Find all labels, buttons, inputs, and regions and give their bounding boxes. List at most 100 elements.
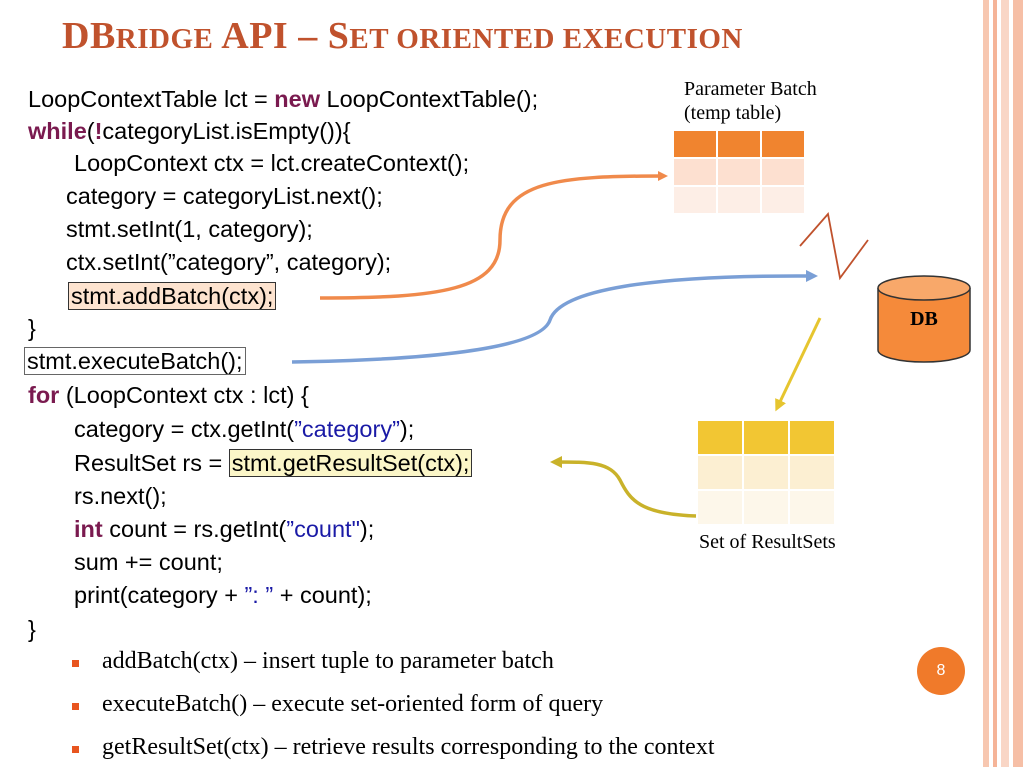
table-cell bbox=[760, 129, 806, 159]
code-line: stmt.addBatch(ctx); bbox=[68, 281, 277, 311]
code-text: LoopContextTable(); bbox=[319, 86, 539, 112]
bullet-text: addBatch(ctx) – insert tuple to paramete… bbox=[102, 648, 554, 674]
table-cell bbox=[760, 185, 806, 215]
code-text: ); bbox=[359, 516, 375, 542]
code-string: ”category” bbox=[294, 416, 400, 442]
code-text: } bbox=[28, 616, 36, 642]
code-keyword: new bbox=[274, 86, 320, 112]
table-cell bbox=[672, 129, 718, 159]
title-part: RIDGE bbox=[115, 23, 214, 55]
table-row bbox=[696, 454, 836, 491]
title-part: S bbox=[327, 15, 350, 57]
code-line: ResultSet rs = stmt.getResultSet(ctx); bbox=[74, 448, 473, 478]
table-cell bbox=[760, 157, 806, 187]
code-text: } bbox=[28, 315, 36, 341]
bullet-text: getResultSet(ctx) – retrieve results cor… bbox=[102, 734, 715, 760]
code-line: stmt.executeBatch(); bbox=[24, 346, 246, 376]
bowtie-connector bbox=[799, 212, 869, 281]
table-cell bbox=[696, 419, 744, 456]
table-row bbox=[696, 489, 836, 526]
decorative-stripes bbox=[983, 0, 1023, 767]
code-line: category = ctx.getInt(”category”); bbox=[74, 414, 414, 444]
slide-title: DBRIDGE API – SET ORIENTED EXECUTION bbox=[62, 14, 743, 58]
bullet-text: executeBatch() – execute set-oriented fo… bbox=[102, 691, 604, 717]
code-keyword: int bbox=[74, 516, 103, 542]
bullet-marker bbox=[72, 746, 79, 753]
code-text: LoopContextTable lct = bbox=[28, 86, 275, 112]
table-cell bbox=[716, 185, 762, 215]
code-line: } bbox=[28, 614, 36, 644]
stripe bbox=[993, 0, 997, 767]
code-keyword: while bbox=[28, 118, 87, 144]
table-cell bbox=[742, 419, 790, 456]
code-line: stmt.setInt(1, category); bbox=[66, 214, 313, 244]
database-label: DB bbox=[910, 308, 938, 330]
code-text: stmt.setInt(1, category); bbox=[66, 216, 313, 242]
table-row bbox=[672, 185, 806, 215]
table-row bbox=[672, 129, 806, 159]
code-text: category = ctx.getInt( bbox=[74, 416, 295, 442]
code-line: category = categoryList.next(); bbox=[66, 181, 383, 211]
db-to-results-arrow bbox=[775, 317, 822, 412]
code-text: (LoopContext ctx : lct) { bbox=[59, 382, 309, 408]
code-keyword: ! bbox=[94, 118, 103, 144]
get-resultset-highlight: stmt.getResultSet(ctx); bbox=[228, 449, 473, 477]
title-part: API – bbox=[213, 15, 328, 57]
code-text: ctx.setInt(”category”, category); bbox=[66, 249, 392, 275]
bullet-marker bbox=[72, 660, 79, 667]
code-line: print(category + ”: ” + count); bbox=[74, 580, 372, 610]
table-cell bbox=[696, 489, 744, 526]
code-text: ); bbox=[399, 416, 415, 442]
code-line: ctx.setInt(”category”, category); bbox=[66, 247, 391, 277]
code-text: category = categoryList.next(); bbox=[66, 183, 383, 209]
code-text: LoopContext ctx = lct.createContext(); bbox=[74, 150, 470, 176]
table-row bbox=[696, 419, 836, 456]
parameter-batch-subtitle: (temp table) bbox=[684, 102, 782, 124]
parameter-batch-label: Parameter Batch (temp table) bbox=[684, 77, 817, 125]
title-part: DB bbox=[62, 15, 116, 57]
code-line: } bbox=[28, 313, 36, 343]
code-line: LoopContext ctx = lct.createContext(); bbox=[74, 148, 469, 178]
code-text: ( bbox=[86, 118, 95, 144]
code-line: rs.next(); bbox=[74, 481, 167, 511]
resultsets-label: Set of ResultSets bbox=[699, 531, 836, 553]
table-cell bbox=[672, 157, 718, 187]
code-text: categoryList.isEmpty()){ bbox=[102, 118, 351, 144]
stripe bbox=[1013, 0, 1023, 767]
code-text: + count); bbox=[273, 582, 372, 608]
table-cell bbox=[788, 489, 836, 526]
execute-batch-highlight: stmt.executeBatch(); bbox=[24, 347, 246, 375]
code-text: ResultSet rs = bbox=[74, 450, 229, 476]
code-line: LoopContextTable lct = new LoopContextTa… bbox=[28, 84, 538, 114]
database-icon bbox=[877, 275, 971, 363]
table-cell bbox=[716, 157, 762, 187]
table-cell bbox=[672, 185, 718, 215]
bullet-marker bbox=[72, 703, 79, 710]
table-cell bbox=[788, 419, 836, 456]
table-row bbox=[672, 157, 806, 187]
code-text: sum += count; bbox=[74, 549, 223, 575]
table-cell bbox=[716, 129, 762, 159]
table-cell bbox=[696, 454, 744, 491]
table-cell bbox=[742, 454, 790, 491]
code-text: rs.next(); bbox=[74, 483, 167, 509]
code-line: int count = rs.getInt(”count"); bbox=[74, 514, 374, 544]
table-cell bbox=[742, 489, 790, 526]
code-text: print(category + bbox=[74, 582, 245, 608]
stripe bbox=[1001, 0, 1009, 767]
title-part: ET ORIENTED EXECUTION bbox=[349, 23, 743, 55]
resultset-table bbox=[696, 419, 836, 526]
code-line: while(!categoryList.isEmpty()){ bbox=[28, 116, 351, 146]
code-keyword: for bbox=[28, 382, 60, 408]
execute-batch-arrow bbox=[291, 269, 818, 364]
parameter-batch-table bbox=[672, 129, 806, 215]
code-text: count = rs.getInt( bbox=[102, 516, 287, 542]
stripe bbox=[983, 0, 989, 767]
get-resultset-arrow bbox=[550, 456, 697, 518]
code-string: ”count" bbox=[286, 516, 360, 542]
table-cell bbox=[788, 454, 836, 491]
code-string: ”: ” bbox=[244, 582, 274, 608]
parameter-batch-title: Parameter Batch bbox=[684, 78, 817, 100]
code-line: for (LoopContext ctx : lct) { bbox=[28, 380, 309, 410]
page-number-badge: 8 bbox=[917, 647, 965, 695]
